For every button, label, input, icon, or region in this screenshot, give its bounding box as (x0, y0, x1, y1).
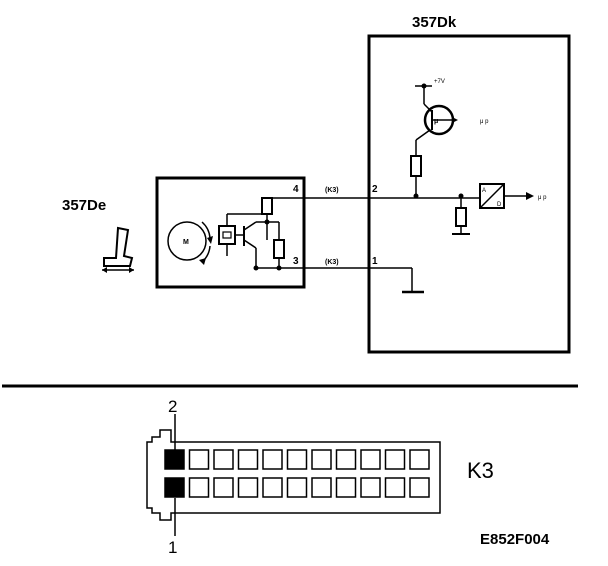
connector-cell (188, 477, 210, 498)
module-357dk-box (367, 34, 571, 354)
motor-icon (167, 221, 207, 261)
ad-output-symbol: D (497, 202, 502, 208)
hall-chip-icon (218, 225, 236, 245)
connector-pin-1-label: 1 (168, 538, 177, 557)
connector-cell (213, 477, 234, 498)
resistor-sensor (410, 155, 422, 177)
figure-reference: E852F004 (480, 531, 550, 548)
wire-upper: 4 (K3) 2 (290, 184, 480, 199)
connector-k3-cells (164, 449, 430, 498)
connector-k3: 2 1 K3 (146, 397, 494, 557)
resistor-lower (273, 239, 285, 259)
connector-cell (360, 477, 381, 498)
connector-cell (335, 449, 357, 470)
connector-k3-housing (146, 429, 441, 521)
connector-name: K3 (467, 458, 494, 483)
connector-cell (262, 477, 283, 498)
wire-lower-pin-left: 3 (293, 256, 299, 267)
wire-lower: 3 (K3) 1 (290, 256, 412, 269)
sensor-output-label: μ p (480, 119, 489, 125)
ad-input-symbol: A (482, 188, 486, 194)
connector-cell (311, 449, 332, 470)
motor-symbol: M (183, 239, 189, 246)
wire-upper-pin-right: 2 (372, 184, 378, 195)
seat-icon (102, 226, 134, 273)
wire-lower-pin-right: 1 (372, 256, 378, 267)
connector-cell (409, 449, 430, 470)
connector-cell (286, 477, 308, 498)
motor-element: M (167, 221, 213, 265)
module-357de-label: 357De (62, 197, 106, 214)
connector-cell (311, 477, 332, 498)
connector-cell (409, 477, 430, 498)
connector-cell (237, 449, 259, 470)
pulldown-resistor (452, 193, 470, 235)
connector-cell (237, 477, 259, 498)
wire-upper-pin-left: 4 (293, 184, 299, 195)
connector-cell (188, 449, 210, 470)
supply-label: +7V (434, 79, 445, 85)
ad-output-label: μ p (538, 195, 547, 201)
ad-converter: A D μ p (479, 183, 547, 209)
ground-lower (402, 268, 424, 294)
resistor-upper (261, 197, 273, 215)
sensor-symbol: μ (434, 118, 438, 125)
connector-cell (262, 449, 283, 470)
hall-sensor (218, 213, 267, 271)
wire-lower-cable: (K3) (325, 259, 339, 266)
connector-pin-1 (164, 477, 185, 498)
connector-cell (335, 477, 357, 498)
connector-cell (384, 449, 406, 470)
wire-upper-cable: (K3) (325, 187, 339, 194)
module-357de-box (155, 176, 306, 289)
de-resistors (256, 197, 290, 271)
connector-pin-2 (164, 449, 185, 470)
connector-cell (384, 477, 406, 498)
connector-cell (213, 449, 234, 470)
sensor-element: +7V μ μ p (410, 79, 489, 196)
module-357dk-label: 357Dk (412, 14, 457, 31)
connector-pin-2-label: 2 (168, 397, 177, 416)
connector-cell (360, 449, 381, 470)
connector-cell (286, 449, 308, 470)
